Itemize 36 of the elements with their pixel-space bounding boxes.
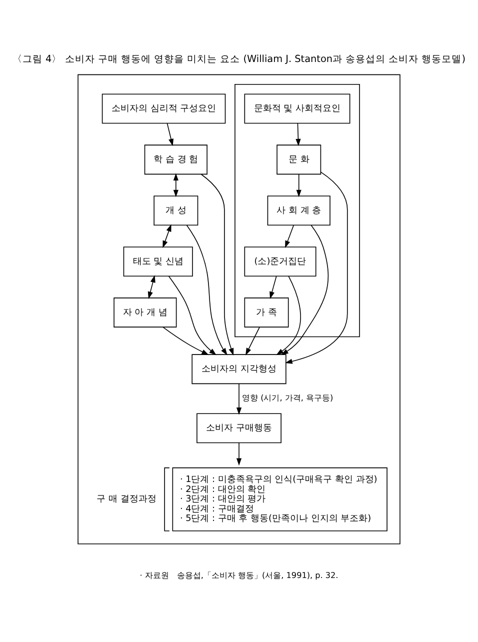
arrow <box>162 326 209 356</box>
arrow <box>168 276 216 356</box>
cluster <box>234 84 360 338</box>
caption: · 자료원 송용섭,「소비자 행동」(서울, 1991), p. 32. <box>140 570 338 580</box>
arrow <box>296 123 301 146</box>
arrow <box>200 174 234 356</box>
arrow <box>236 383 242 415</box>
node-box: 태도 및 신념 <box>123 246 193 276</box>
node-box: 개 성 <box>154 196 198 226</box>
diagram-title: 〈그림 4〉 소비자 구매 행동에 영향을 미치는 요소 (William J. Stanton과 송용섭의 소비자 행동모델) <box>12 54 466 66</box>
arrow <box>166 123 174 146</box>
arrow <box>285 225 294 248</box>
arrow <box>245 326 260 356</box>
arrow <box>270 276 277 299</box>
arrow <box>186 224 228 356</box>
node-box: 학 습 경 험 <box>144 144 208 175</box>
node-box: (소)준거집단 <box>244 246 316 276</box>
node-box: 사 회 계 층 <box>267 196 330 226</box>
edge-label: 영향 (시기, 가격, 욕구등) <box>242 392 334 403</box>
arrow <box>236 442 242 466</box>
node-label: 구 매 결정과정 <box>96 494 156 505</box>
arrow <box>281 224 329 356</box>
node-box: 문 화 <box>276 144 322 175</box>
arrow <box>276 276 301 356</box>
node-box: 문화적 및 사회적요인 <box>244 94 350 124</box>
arrow <box>162 224 172 248</box>
node-box: 소비자 구매행동 <box>196 413 282 444</box>
node-box: 소비자의 지각형성 <box>192 354 286 384</box>
arrow <box>173 173 178 198</box>
node-box: 가 족 <box>244 298 289 328</box>
arrow <box>148 275 156 300</box>
node-box: 소비자의 심리적 구성요인 <box>102 94 226 124</box>
node-box: 자 아 개 념 <box>114 298 177 328</box>
cluster <box>78 74 400 544</box>
arrow <box>285 172 348 364</box>
arrow <box>296 174 302 198</box>
